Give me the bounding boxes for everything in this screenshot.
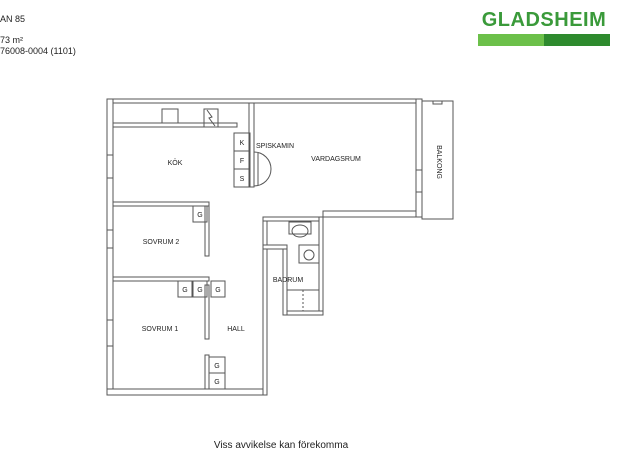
brand-bar-dark: [544, 34, 610, 46]
fixture-label-g: G: [215, 287, 220, 294]
fixture-label-k: K: [240, 140, 245, 147]
room-label-spiskamin: SPISKAMIN: [256, 143, 294, 150]
brand-logo: GLADSHEIM: [481, 9, 607, 31]
room-label-balkong: BALKONG: [435, 145, 442, 179]
balcony-rail: [432, 100, 443, 105]
toilet-icon: [291, 224, 309, 238]
fixture-label-g: G: [197, 287, 202, 294]
brand-bar-light: [478, 34, 544, 46]
wardrobe-hall: [210, 280, 226, 298]
outer-wall-right: [415, 98, 423, 218]
footer-disclaimer: Viss avvikelse kan förekomma: [213, 440, 349, 451]
room-label-badrum: BADRUM: [273, 277, 304, 284]
wall-closet-lower: [204, 354, 210, 390]
wall-bed2-bed1: [112, 276, 210, 282]
bath-wall-left: [282, 248, 288, 316]
room-label-sovrum2: SOVRUM 2: [143, 239, 180, 246]
washbasin-bowl: [303, 249, 315, 261]
header-area: 73 m²: [0, 35, 24, 45]
header-address: AN 85: [0, 14, 26, 24]
kitchen-appliance-column: [233, 132, 251, 188]
outer-wall-top: [106, 98, 423, 104]
outer-wall-step-top: [262, 216, 324, 222]
outer-wall-left: [106, 98, 114, 396]
fireplace-icon: [253, 151, 272, 187]
brand-bar: [478, 34, 610, 46]
room-label-hall: HALL: [227, 326, 245, 333]
bath-wall-bottom: [286, 310, 324, 316]
header-object-id: 76008-0004 (1101): [0, 46, 76, 56]
fixture-label-g: G: [182, 287, 187, 294]
wardrobe-bed1-a: [177, 280, 193, 298]
toilet-tank: [288, 221, 312, 235]
washbasin-icon: [298, 244, 320, 264]
wardrobe-hall-b: [208, 372, 226, 390]
kitchen-vent-box: [203, 108, 219, 128]
wall-kitchen-bed2: [112, 201, 210, 207]
wall-kitchen-living: [248, 102, 255, 188]
fixture-label-s: S: [240, 176, 245, 183]
room-label-kok: KÖK: [168, 159, 183, 167]
wardrobe-bed2: [192, 205, 208, 223]
fixture-label-g: G: [214, 379, 219, 386]
wardrobe-bed1-b: [192, 280, 208, 298]
fixture-label-g: G: [197, 212, 202, 219]
bath-wall-top: [262, 244, 288, 250]
fixture-label-f: F: [240, 158, 244, 165]
kitchen-sink-icon: [161, 108, 179, 124]
outer-wall-bottom: [106, 388, 268, 396]
room-label-vardagsrum: VARDAGSRUM: [311, 156, 361, 163]
outer-wall-step-right: [318, 216, 324, 316]
living-wall-bottom: [322, 210, 423, 218]
room-label-sovrum1: SOVRUM 1: [142, 326, 179, 333]
fixture-label-g: G: [214, 363, 219, 370]
kitchen-vent-icon: [206, 109, 216, 127]
